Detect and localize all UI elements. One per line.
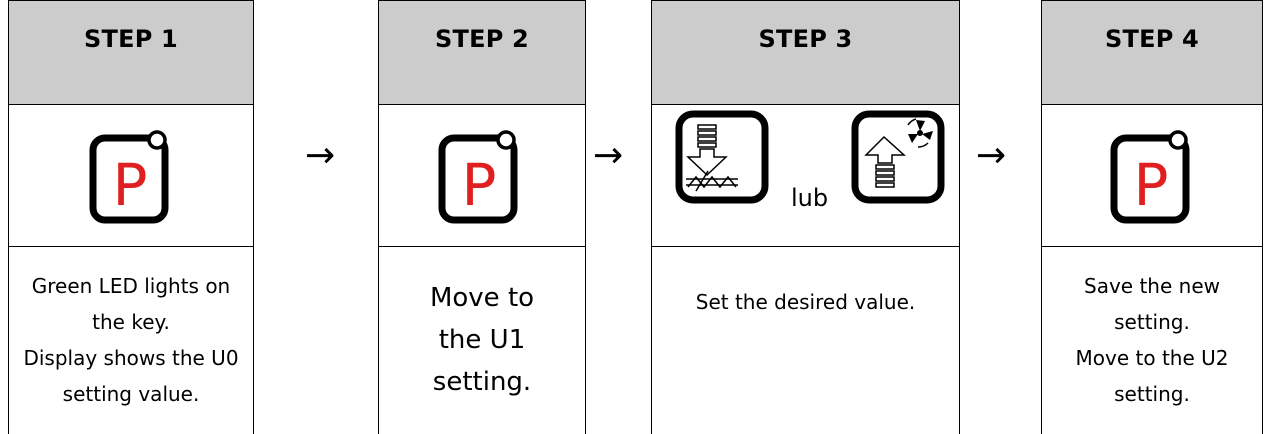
step-4-header: STEP 4 bbox=[1042, 1, 1262, 105]
p-key-icon: P bbox=[1110, 130, 1190, 224]
step-3-desc-line-1: Set the desired value. bbox=[695, 290, 916, 314]
step-3-or-label: lub bbox=[791, 184, 829, 212]
step-1-desc-line-2: the key. bbox=[92, 310, 170, 334]
step-3-description: Set the desired value. bbox=[652, 247, 959, 357]
step-1-header: STEP 1 bbox=[9, 1, 253, 105]
down-arrow-heat-key-icon bbox=[675, 110, 769, 204]
step-3-header: STEP 3 bbox=[652, 1, 959, 105]
step-1-description: Green LED lights on the key. Display sho… bbox=[9, 247, 253, 433]
step-4-desc-line-1: Save the new bbox=[1084, 274, 1220, 298]
step-2-desc-line-2: the U1 bbox=[438, 325, 526, 355]
p-key-letter: P bbox=[113, 151, 148, 219]
step-1-panel: STEP 1 P Green LED lights on the key. Di… bbox=[8, 0, 254, 434]
step-4-desc-line-4: setting. bbox=[1114, 382, 1190, 406]
p-key-letter: P bbox=[462, 151, 497, 219]
step-2-icon-row: P bbox=[379, 105, 585, 247]
step-2-title: STEP 2 bbox=[435, 25, 529, 53]
step-1-desc-line-4: setting value. bbox=[62, 382, 200, 406]
arrow-2-to-3: → bbox=[593, 135, 624, 176]
step-1-icon-row: P bbox=[9, 105, 253, 247]
arrow-1-to-2: → bbox=[305, 135, 336, 176]
arrow-3-to-4: → bbox=[976, 135, 1007, 176]
up-arrow-fan-key-icon bbox=[851, 110, 945, 204]
step-2-panel: STEP 2 P Move to the U1 setting. bbox=[378, 0, 586, 434]
step-2-desc-line-1: Move to bbox=[429, 283, 535, 313]
step-3-panel: STEP 3 lub bbox=[651, 0, 960, 434]
p-key-letter: P bbox=[1134, 151, 1169, 219]
step-3-title: STEP 3 bbox=[758, 25, 853, 53]
step-4-desc-line-2: setting. bbox=[1114, 310, 1190, 334]
step-4-icon-row: P bbox=[1042, 105, 1262, 247]
p-key-icon: P bbox=[89, 130, 169, 224]
step-2-description: Move to the U1 setting. bbox=[379, 247, 585, 433]
p-key-icon: P bbox=[438, 130, 518, 224]
step-1-desc-line-3: Display shows the U0 bbox=[23, 346, 239, 370]
step-4-panel: STEP 4 P Save the new setting. Move to t… bbox=[1041, 0, 1263, 434]
step-4-description: Save the new setting. Move to the U2 set… bbox=[1042, 247, 1262, 433]
step-1-title: STEP 1 bbox=[84, 25, 178, 53]
step-4-desc-line-3: Move to the U2 bbox=[1075, 346, 1229, 370]
step-3-icon-row: lub bbox=[652, 105, 959, 247]
step-2-header: STEP 2 bbox=[379, 1, 585, 105]
step-1-desc-line-1: Green LED lights on bbox=[31, 274, 231, 298]
step-2-desc-line-3: setting. bbox=[432, 367, 532, 397]
step-4-title: STEP 4 bbox=[1105, 25, 1199, 53]
